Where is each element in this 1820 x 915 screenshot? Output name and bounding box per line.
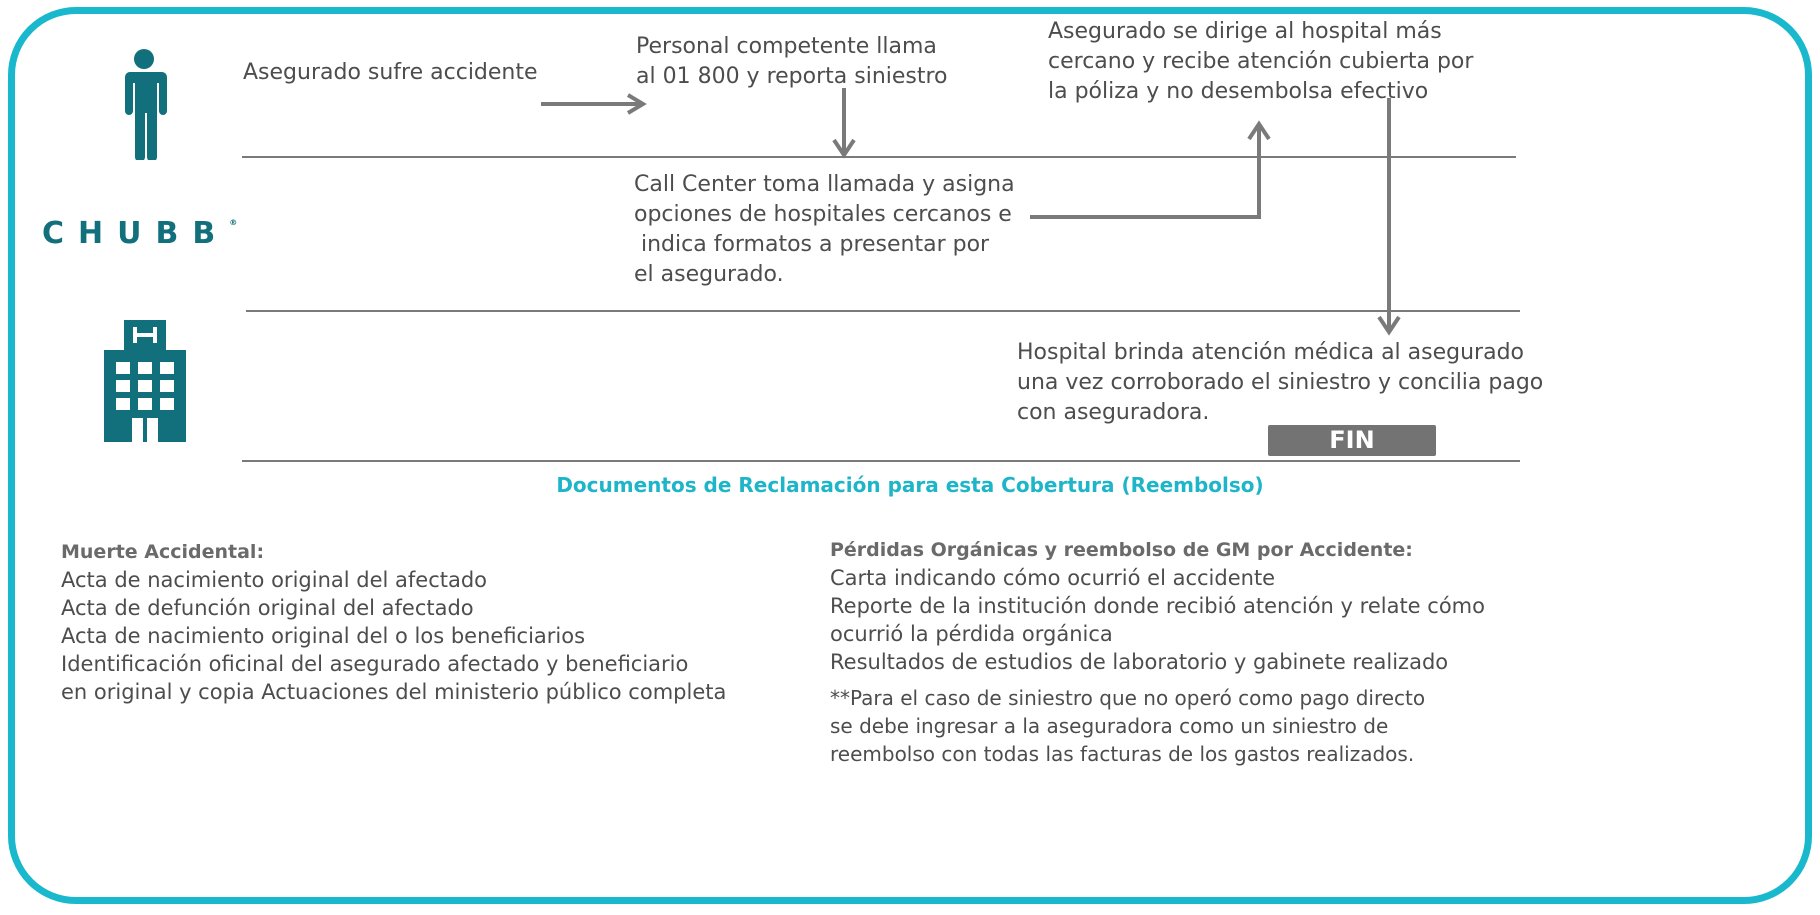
muerte-item: Identificación oficinal del asegurado af… [61,652,689,676]
logo-text: CHUBB [42,216,230,251]
perdidas-item: Resultados de estudios de laboratorio y … [830,650,1449,674]
registered-mark: ® [229,218,238,227]
muerte-accidental-list: Muerte Accidental: Acta de nacimiento or… [61,538,726,706]
muerte-item: en original y copia Actuaciones del mini… [61,680,727,704]
step-care-line-1: Hospital brinda atención médica al asegu… [1017,340,1524,365]
step-hospital-line-1: Asegurado se dirige al hospital más [1048,19,1442,44]
step-accident: Asegurado sufre accidente [243,58,538,88]
step-report-call: Personal competente llama al 01 800 y re… [636,32,948,92]
muerte-item: Acta de nacimiento original del o los be… [61,624,586,648]
muerte-item: Acta de defunción original del afectado [61,596,474,620]
step-care-line-3: con aseguradora. [1017,400,1210,425]
hospital-building-icon [104,320,186,442]
lane-divider-2 [246,310,1520,312]
muerte-heading: Muerte Accidental: [61,541,265,563]
step-hospital-line-2: cercano y recibe atención cubierta por [1048,49,1474,74]
step-callcenter-line-1: Call Center toma llamada y asigna [634,172,1015,197]
perdidas-item: Carta indicando cómo ocurrió el accident… [830,566,1276,590]
step-call-center: Call Center toma llamada y asigna opcion… [634,170,1015,290]
lane-divider-1 [242,156,1516,158]
step-report-line-1: Personal competente llama [636,34,937,59]
rounded-frame [8,7,1812,904]
note-line-2: se debe ingresar a la aseguradora como u… [830,714,1389,738]
person-icon [125,49,167,160]
step-care-line-2: una vez corroborado el siniestro y conci… [1017,370,1544,395]
fin-end-marker: FIN [1268,425,1436,456]
perdidas-item: Reporte de la institución donde recibió … [830,594,1485,618]
muerte-item: Acta de nacimiento original del afectado [61,568,488,592]
step-report-line-2: al 01 800 y reporta siniestro [636,64,948,89]
step-callcenter-line-2: opciones de hospitales cercanos e [634,202,1012,227]
step-accident-text: Asegurado sufre accidente [243,60,538,85]
step-go-to-hospital: Asegurado se dirige al hospital más cerc… [1048,17,1473,107]
step-hospital-care: Hospital brinda atención médica al asegu… [1017,338,1543,428]
arrow-step4-to-step3 [1030,127,1261,219]
note-line-1: **Para el caso de siniestro que no operó… [830,686,1426,710]
note-line-3: reembolso con todas las facturas de los … [830,742,1415,766]
step-hospital-line-3: la póliza y no desembolsa efectivo [1048,79,1429,104]
reembolso-note: **Para el caso de siniestro que no operó… [830,684,1425,768]
perdidas-organicas-list: Pérdidas Orgánicas y reembolso de GM por… [830,536,1485,676]
perdidas-item: ocurrió la pérdida orgánica [830,622,1113,646]
lane-divider-3 [242,460,1520,462]
chubb-logo: CHUBB® [42,216,237,251]
step-callcenter-line-4: el asegurado. [634,262,784,287]
step-callcenter-line-3: indica formatos a presentar por [634,232,990,257]
documents-title: Documentos de Reclamación para esta Cobe… [556,473,1264,497]
perdidas-heading: Pérdidas Orgánicas y reembolso de GM por… [830,539,1413,561]
